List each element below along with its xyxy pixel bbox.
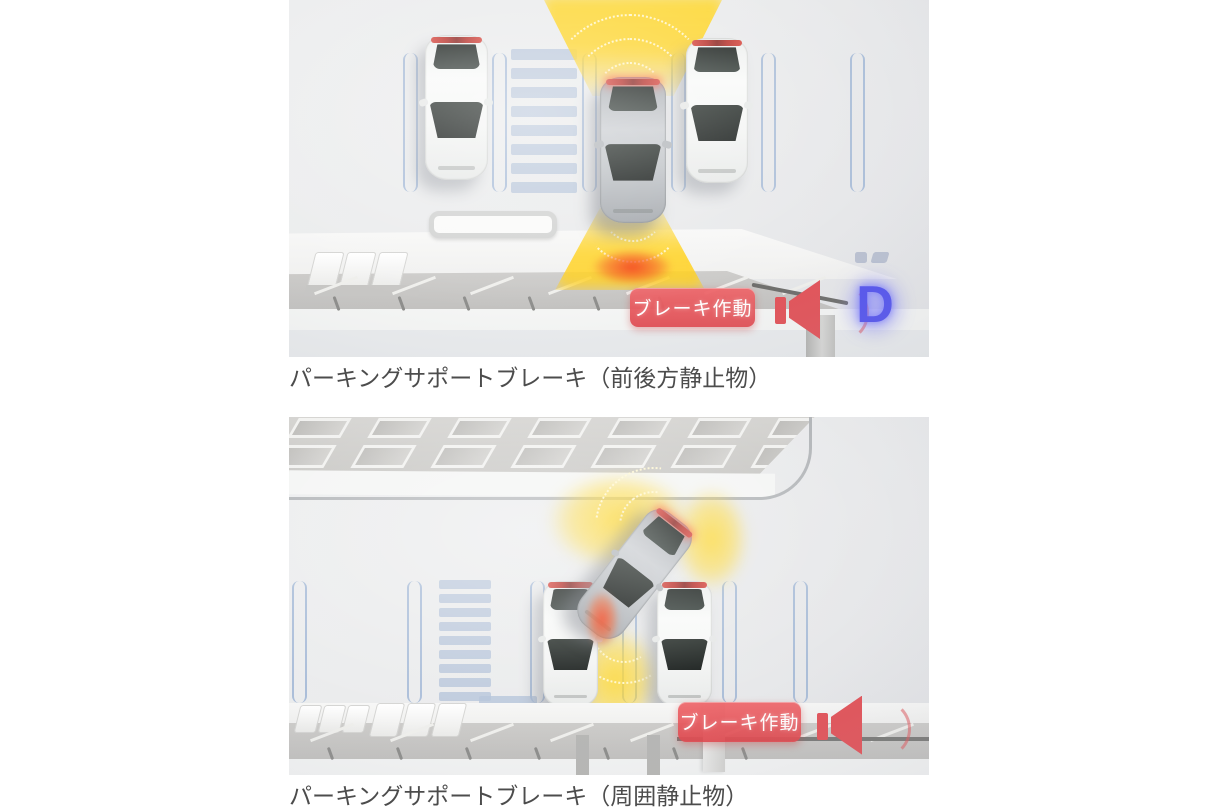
- illustration-surround: ブレーキ作動: [289, 416, 929, 775]
- crosswalk-stripe: [439, 663, 491, 673]
- crosswalk-stripe: [511, 144, 577, 155]
- crosswalk: [439, 579, 491, 703]
- speaker-icon: [817, 695, 911, 758]
- brake-alert-label: ブレーキ作動: [632, 299, 753, 320]
- rear-window: [607, 86, 659, 112]
- crosswalk-stripe: [439, 607, 491, 617]
- deck-tick: [462, 295, 471, 312]
- crosswalk-stripe: [439, 649, 491, 659]
- taillight-bar: [691, 40, 743, 46]
- lower-ground: [289, 758, 929, 775]
- stop-line: [479, 695, 537, 705]
- shift-position-indicator: D: [856, 276, 894, 334]
- brake-alert-badge: ブレーキ作動: [630, 288, 755, 327]
- crosswalk-stripe: [511, 182, 577, 193]
- deck-tick: [602, 746, 611, 760]
- bike-rack: [429, 211, 557, 238]
- crosswalk-stripe: [511, 163, 577, 174]
- deck-tick: [397, 295, 406, 312]
- parked-car-left: [418, 35, 495, 180]
- crosswalk-stripe: [511, 49, 577, 60]
- rear-window: [693, 47, 741, 73]
- parking-space-line: [492, 53, 508, 192]
- speaker-base: [817, 712, 828, 740]
- windshield: [604, 144, 662, 181]
- deck-ticks: [326, 746, 749, 760]
- crosswalk-stripe: [511, 68, 577, 79]
- windshield: [660, 638, 709, 671]
- parking-space-line: [760, 53, 776, 192]
- rear-window: [432, 44, 481, 70]
- parked-car-right: [651, 580, 718, 707]
- parking-space-line: [403, 53, 418, 192]
- crosswalk-stripe: [439, 579, 491, 589]
- figure-parking-support-brake-front-rear: ブレーキ作動 D パーキングサポートブレーキ（前後方静止物）: [289, 0, 929, 393]
- deck-tick: [464, 746, 473, 760]
- taillight-bar: [547, 582, 594, 588]
- speaker-base: [775, 297, 786, 324]
- taillight-bar: [430, 37, 483, 43]
- crosswalk-stripe: [511, 106, 577, 117]
- crosswalk-stripe: [439, 593, 491, 603]
- windshield: [429, 101, 484, 138]
- figure2-caption: パーキングサポートブレーキ（周囲静止物）: [289, 782, 749, 809]
- speaker-icon: [775, 280, 869, 342]
- crosswalk-stripe: [439, 691, 491, 701]
- crosswalk-stripe: [511, 125, 577, 136]
- shift-display-dash: [855, 252, 867, 263]
- taillight-bar: [605, 79, 661, 86]
- hood-line: [668, 694, 701, 698]
- deck-tick: [395, 746, 404, 760]
- taillight-bar: [661, 582, 708, 588]
- ego-car: [593, 77, 673, 223]
- curb-face: [289, 309, 929, 332]
- figure1-caption: パーキングサポートブレーキ（前後方静止物）: [289, 365, 772, 391]
- hood-line: [437, 166, 476, 170]
- crosswalk-stripe: [439, 677, 491, 687]
- crosswalk-stripe: [439, 621, 491, 631]
- speaker-sound-arc: [855, 699, 911, 758]
- deck-edge-shadow: [677, 736, 929, 741]
- figure-parking-support-brake-surround: ブレーキ作動 パーキングサポートブレーキ（周囲静止物）: [289, 416, 929, 810]
- hood-line: [698, 169, 736, 173]
- hood-line: [554, 694, 587, 698]
- collision-warning-glow: [579, 579, 625, 658]
- collision-warning-glow: [577, 243, 687, 291]
- windshield: [690, 104, 744, 141]
- deck-tick: [671, 746, 680, 760]
- stair-steps: [293, 704, 371, 733]
- deck-tick: [592, 295, 601, 312]
- support-column: [647, 734, 660, 775]
- brake-alert-label: ブレーキ作動: [679, 713, 800, 735]
- brake-alert-badge: ブレーキ作動: [678, 701, 801, 742]
- rear-window: [663, 588, 706, 611]
- crosswalk: [511, 49, 577, 195]
- crosswalk-stripe: [511, 87, 577, 98]
- crosswalk-stripe: [439, 635, 491, 645]
- deck-tick: [527, 295, 536, 312]
- illustration-front-rear: ブレーキ作動 D: [289, 0, 929, 357]
- parking-space-line: [407, 580, 422, 703]
- canopy-roof: [289, 416, 815, 477]
- sensor-arc: [546, 14, 714, 182]
- parking-space-line: [793, 580, 808, 703]
- support-column: [576, 734, 589, 775]
- parking-space-line: [849, 53, 865, 192]
- deck-tick: [533, 746, 542, 760]
- parked-car-right: [679, 38, 755, 183]
- parking-space-line: [292, 580, 307, 703]
- hood-line: [613, 209, 653, 213]
- speaker-sound-arc: [813, 284, 869, 342]
- parking-space-line: [722, 580, 737, 703]
